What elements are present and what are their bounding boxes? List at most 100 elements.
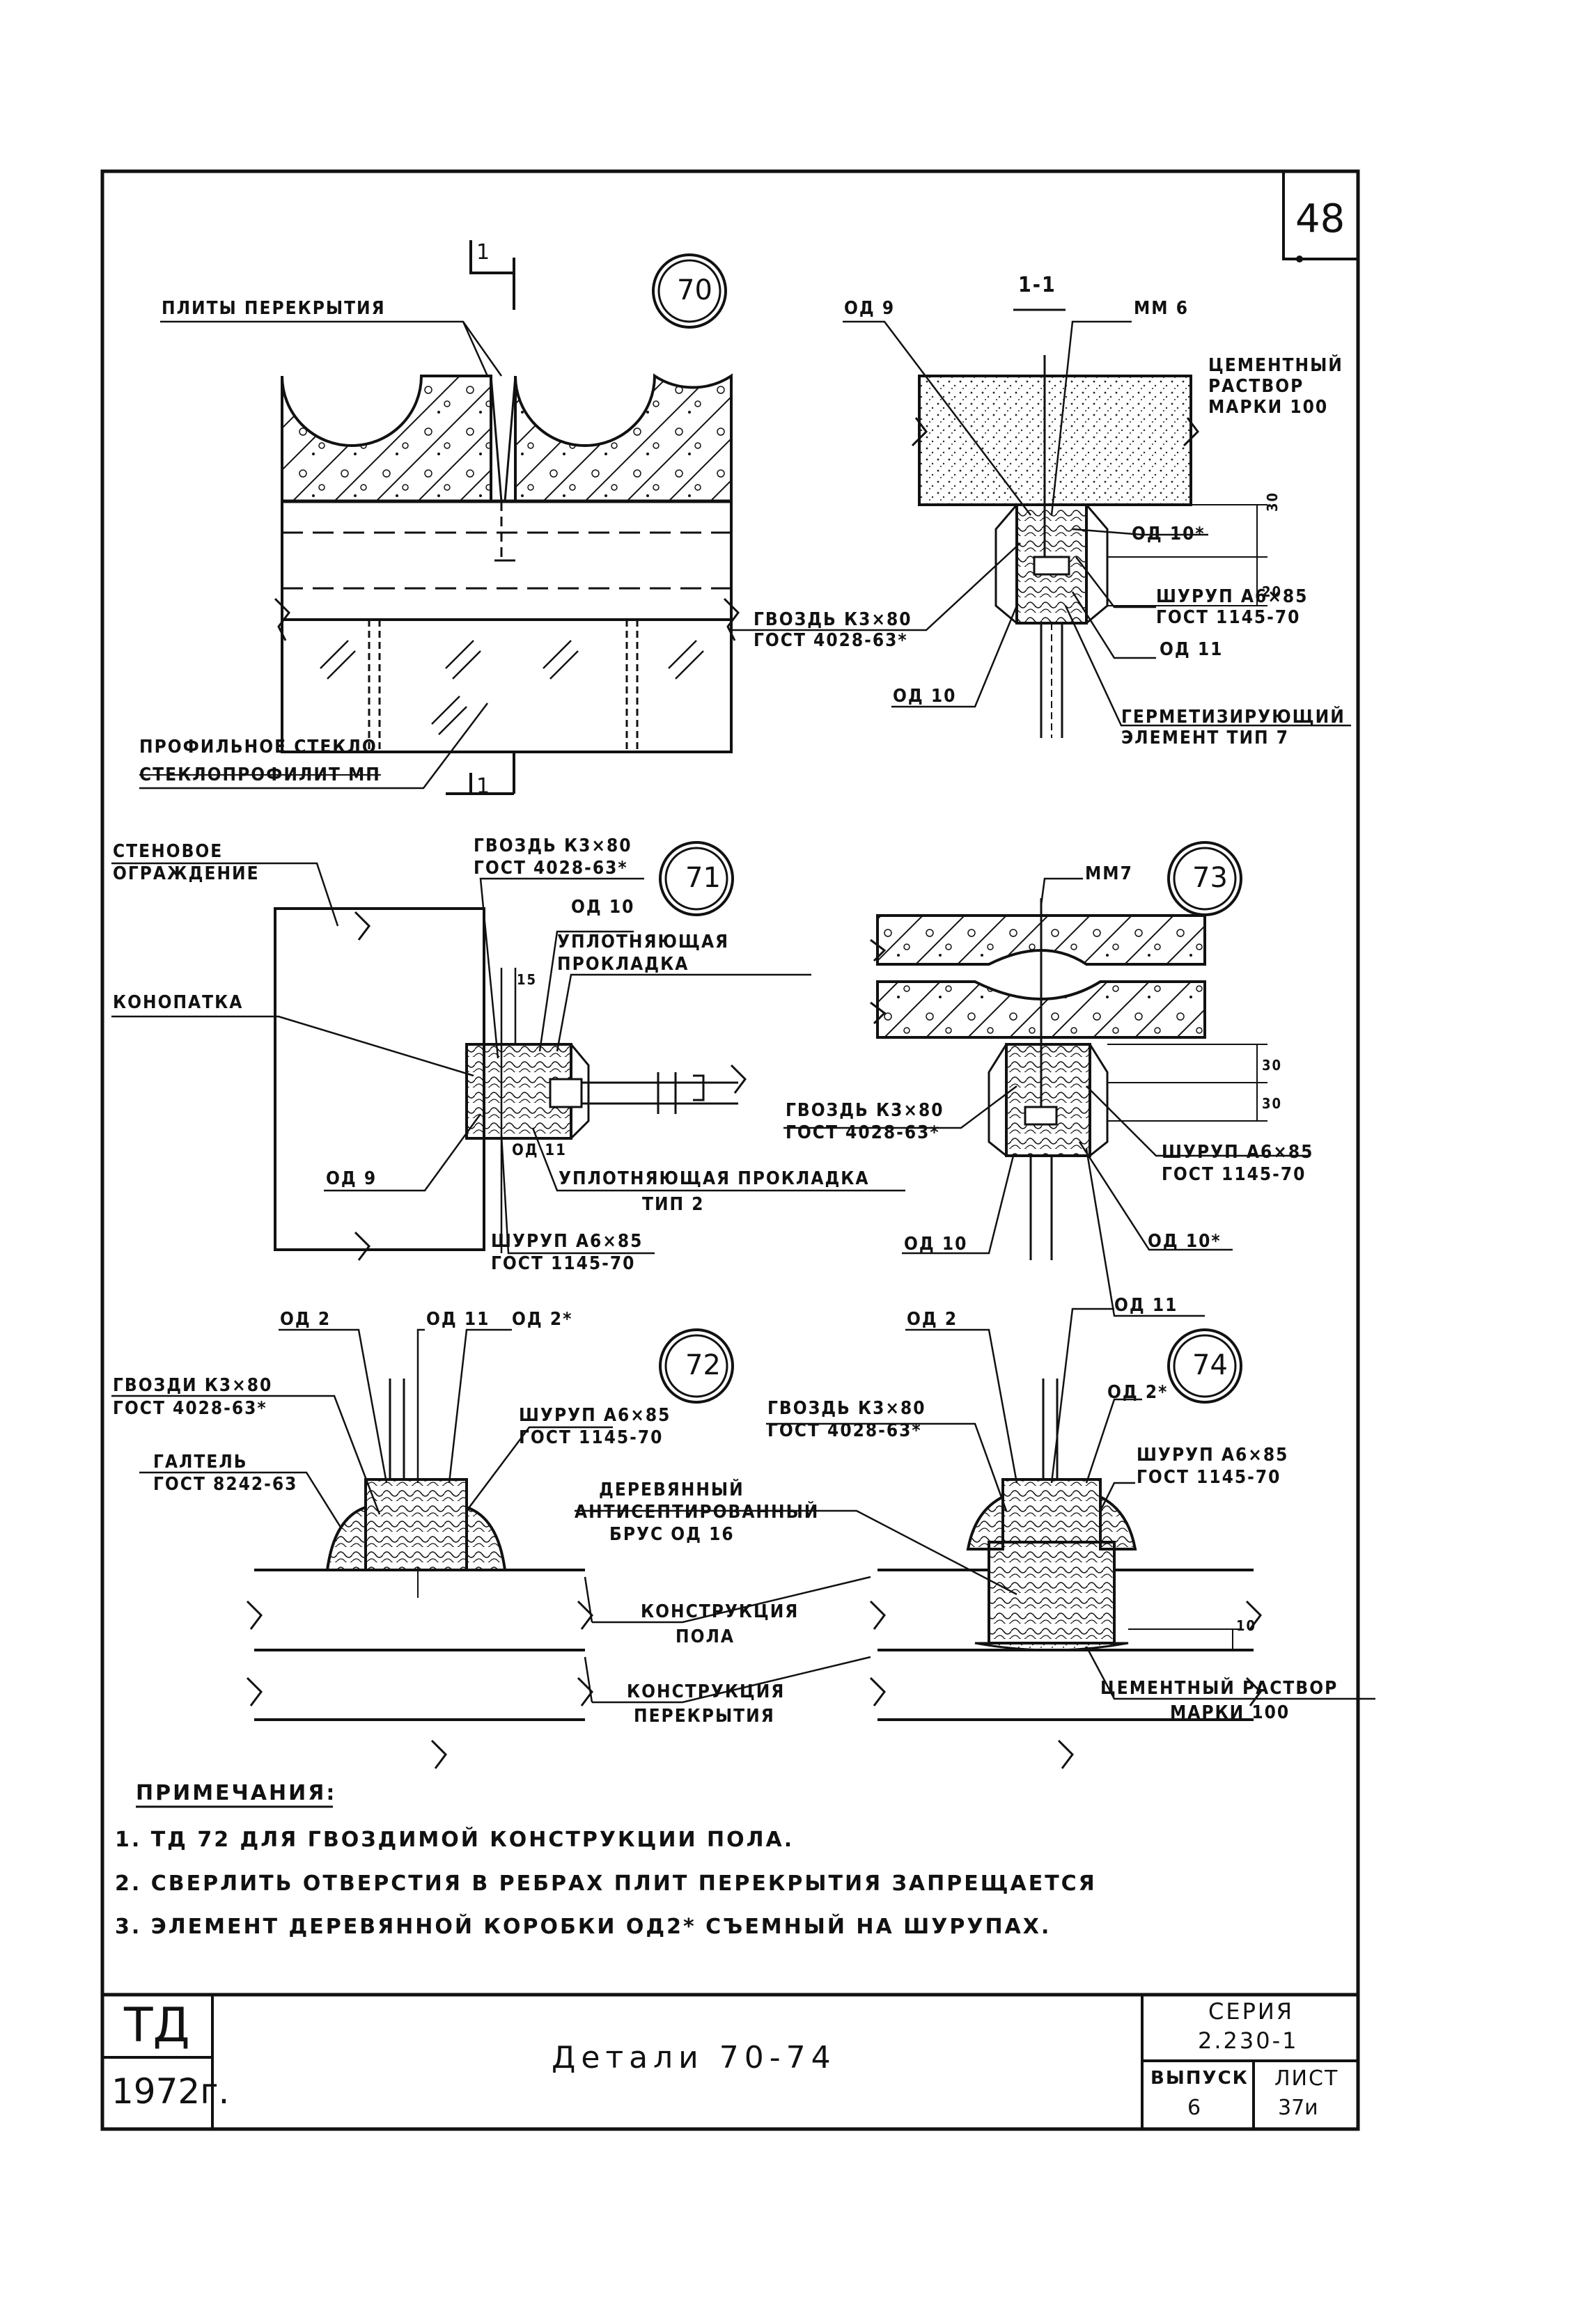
detail-70-drawing — [139, 240, 740, 795]
label-nails-d2: ГОСТ 4028-63* — [113, 1398, 267, 1419]
label-screw-c1: ШУРУП А6×85 — [1162, 1142, 1314, 1163]
label-wall-1: СТЕНОВОЕ — [113, 841, 224, 862]
detail-71-drawing — [111, 841, 905, 1261]
dim-30-a: 30 — [1264, 491, 1281, 512]
label-screw-c2: ГОСТ 1145-70 — [1162, 1164, 1306, 1185]
label-profile-glass: ПРОФИЛЬНОЕ СТЕКЛО — [139, 737, 377, 757]
page-number-box — [1282, 171, 1358, 260]
section-1-1-drawing — [731, 308, 1351, 738]
label-screw-d2: ГОСТ 1145-70 — [519, 1427, 664, 1448]
label-seal-1: ГЕРМЕТИЗИРУЮЩИЙ — [1121, 707, 1345, 728]
label-od10-a: ОД 10 — [893, 686, 957, 707]
label-fillet-2: ГОСТ 8242-63 — [153, 1474, 298, 1495]
dim-15: 15 — [517, 971, 538, 988]
sheet-frame — [100, 169, 1360, 2131]
label-od11-d: ОД 11 — [426, 1309, 490, 1330]
label-od10-c: ОД 10 — [904, 1234, 968, 1255]
label-nail-a1: ГВОЗДЬ К3×80 — [754, 609, 912, 630]
title-block-year: 1972г. — [111, 2071, 230, 2112]
label-gasket-2: ПРОКЛАДКА — [557, 954, 689, 975]
label-gasket2-1: УПЛОТНЯЮЩАЯ ПРОКЛАДКА — [559, 1168, 870, 1189]
label-gasket2-2: ТИП 2 — [642, 1194, 705, 1215]
dim-20-a: 20 — [1262, 583, 1283, 600]
detail-71-marker: 71 — [685, 862, 721, 894]
label-floor-2: ПОЛА — [676, 1626, 735, 1647]
label-od10s-c: ОД 10* — [1148, 1231, 1222, 1252]
label-screw-a1: ШУРУП А6×85 — [1156, 586, 1309, 607]
label-mm6: ММ 6 — [1134, 298, 1189, 319]
detail-73-marker: 73 — [1192, 862, 1228, 894]
label-wall-2: ОГРАЖДЕНИЕ — [113, 863, 260, 884]
dim-10: 10 — [1236, 1617, 1257, 1634]
label-nail-b1: ГВОЗДЬ К3×80 — [474, 835, 632, 856]
title-block-issue-value: 6 — [1187, 2096, 1201, 2120]
label-glass-profilite: СТЕКЛОПРОФИЛИТ МП — [139, 764, 381, 785]
label-cement-3: МАРКИ 100 — [1208, 397, 1329, 418]
label-nail-b2: ГОСТ 4028-63* — [474, 858, 628, 879]
label-beam-2: АНТИСЕПТИРОВАННЫЙ — [575, 1502, 820, 1523]
label-ceiling-2: ПЕРЕКРЫТИЯ — [634, 1706, 775, 1727]
label-screw-e1: ШУРУП А6×85 — [1137, 1445, 1289, 1466]
label-cement-e2: МАРКИ 100 — [1170, 1702, 1290, 1723]
label-beam-1: ДЕРЕВЯННЫЙ — [599, 1479, 744, 1500]
detail-72-drawing — [111, 1328, 734, 1769]
label-od2-b: ОД 2 — [907, 1309, 958, 1330]
title-block-sheet-value: 37и — [1278, 2096, 1318, 2120]
detail-72-marker: 72 — [685, 1349, 721, 1381]
label-screw-d1: ШУРУП А6×85 — [519, 1405, 671, 1426]
dim-30-c: 30 — [1262, 1095, 1283, 1112]
notes-heading: ПРИМЕЧАНИЯ: — [136, 1781, 337, 1805]
title-block-sheet-label: ЛИСТ — [1274, 2066, 1339, 2091]
label-nail-c2: ГОСТ 4028-63* — [786, 1122, 940, 1143]
label-od11-b: ОД 11 — [512, 1142, 567, 1159]
label-od2s-a: ОД 2* — [512, 1309, 573, 1330]
note-2: 2. СВЕРЛИТЬ ОТВЕРСТИЯ В РЕБРАХ ПЛИТ ПЕРЕ… — [115, 1871, 1097, 1896]
label-screw-b2: ГОСТ 1145-70 — [491, 1253, 636, 1274]
detail-70-marker: 70 — [677, 274, 712, 306]
label-nail-a2: ГОСТ 4028-63* — [754, 630, 908, 651]
label-od9-b: ОД 9 — [326, 1168, 377, 1189]
detail-73-drawing — [783, 841, 1309, 1317]
label-beam-3: БРУС ОД 16 — [609, 1524, 735, 1545]
section-mark-bottom: 1 — [476, 774, 490, 799]
dim-30-b: 30 — [1262, 1057, 1283, 1074]
detail-74-marker: 74 — [1192, 1349, 1228, 1381]
page-number: 48 — [1295, 196, 1345, 242]
label-cement-1: ЦЕМЕНТНЫЙ — [1208, 355, 1343, 376]
label-screw-e2: ГОСТ 1145-70 — [1137, 1467, 1281, 1488]
note-1: 1. ТД 72 ДЛЯ ГВОЗДИМОЙ КОНСТРУКЦИИ ПОЛА. — [115, 1828, 795, 1852]
label-caulk: КОНОПАТКА — [113, 992, 244, 1013]
label-nail-e2: ГОСТ 4028-63* — [767, 1420, 922, 1441]
label-floor-1: КОНСТРУКЦИЯ — [641, 1601, 799, 1622]
label-screw-b1: ШУРУП А6×85 — [491, 1231, 643, 1252]
title-block-code: ТД — [124, 1998, 190, 2053]
label-fillet-1: ГАЛТЕЛЬ — [153, 1452, 248, 1473]
section-mark-top: 1 — [476, 240, 490, 265]
label-screw-a2: ГОСТ 1145-70 — [1156, 607, 1301, 628]
label-ceiling-1: КОНСТРУКЦИЯ — [627, 1681, 786, 1702]
label-mm7: ММ7 — [1085, 863, 1133, 884]
title-block-title: Детали 70-74 — [552, 2040, 836, 2075]
label-nail-e1: ГВОЗДЬ К3×80 — [767, 1398, 926, 1419]
label-cement-2: РАСТВОР — [1208, 376, 1304, 397]
label-gasket-1: УПЛОТНЯЮЩАЯ — [557, 932, 730, 952]
label-od9-a: ОД 9 — [844, 298, 896, 319]
label-slabs: ПЛИТЫ ПЕРЕКРЫТИЯ — [162, 298, 386, 319]
note-3: 3. ЭЛЕМЕНТ ДЕРЕВЯННОЙ КОРОБКИ ОД2* СЪЕМН… — [115, 1915, 1052, 1939]
label-od2s-b: ОД 2* — [1107, 1382, 1169, 1403]
detail-74-drawing — [575, 1308, 1375, 1769]
label-od11-a: ОД 11 — [1160, 639, 1224, 660]
label-nail-c1: ГВОЗДЬ К3×80 — [786, 1100, 944, 1121]
title-block-series-label: СЕРИЯ — [1208, 1998, 1295, 2025]
section-1-1-title: 1-1 — [1018, 273, 1056, 297]
title-block-lines — [102, 1993, 1358, 2129]
label-nails-d1: ГВОЗДИ К3×80 — [113, 1375, 273, 1396]
label-cement-e1: ЦЕМЕНТНЫЙ РАСТВОР — [1100, 1678, 1339, 1699]
label-od10s-a: ОД 10* — [1132, 524, 1206, 544]
title-block-issue-label: ВЫПУСК — [1150, 2068, 1249, 2089]
label-od11-c: ОД 11 — [1114, 1295, 1178, 1316]
label-seal-2: ЭЛЕМЕНТ ТИП 7 — [1121, 728, 1290, 748]
title-block-series-value: 2.230-1 — [1198, 2027, 1299, 2054]
